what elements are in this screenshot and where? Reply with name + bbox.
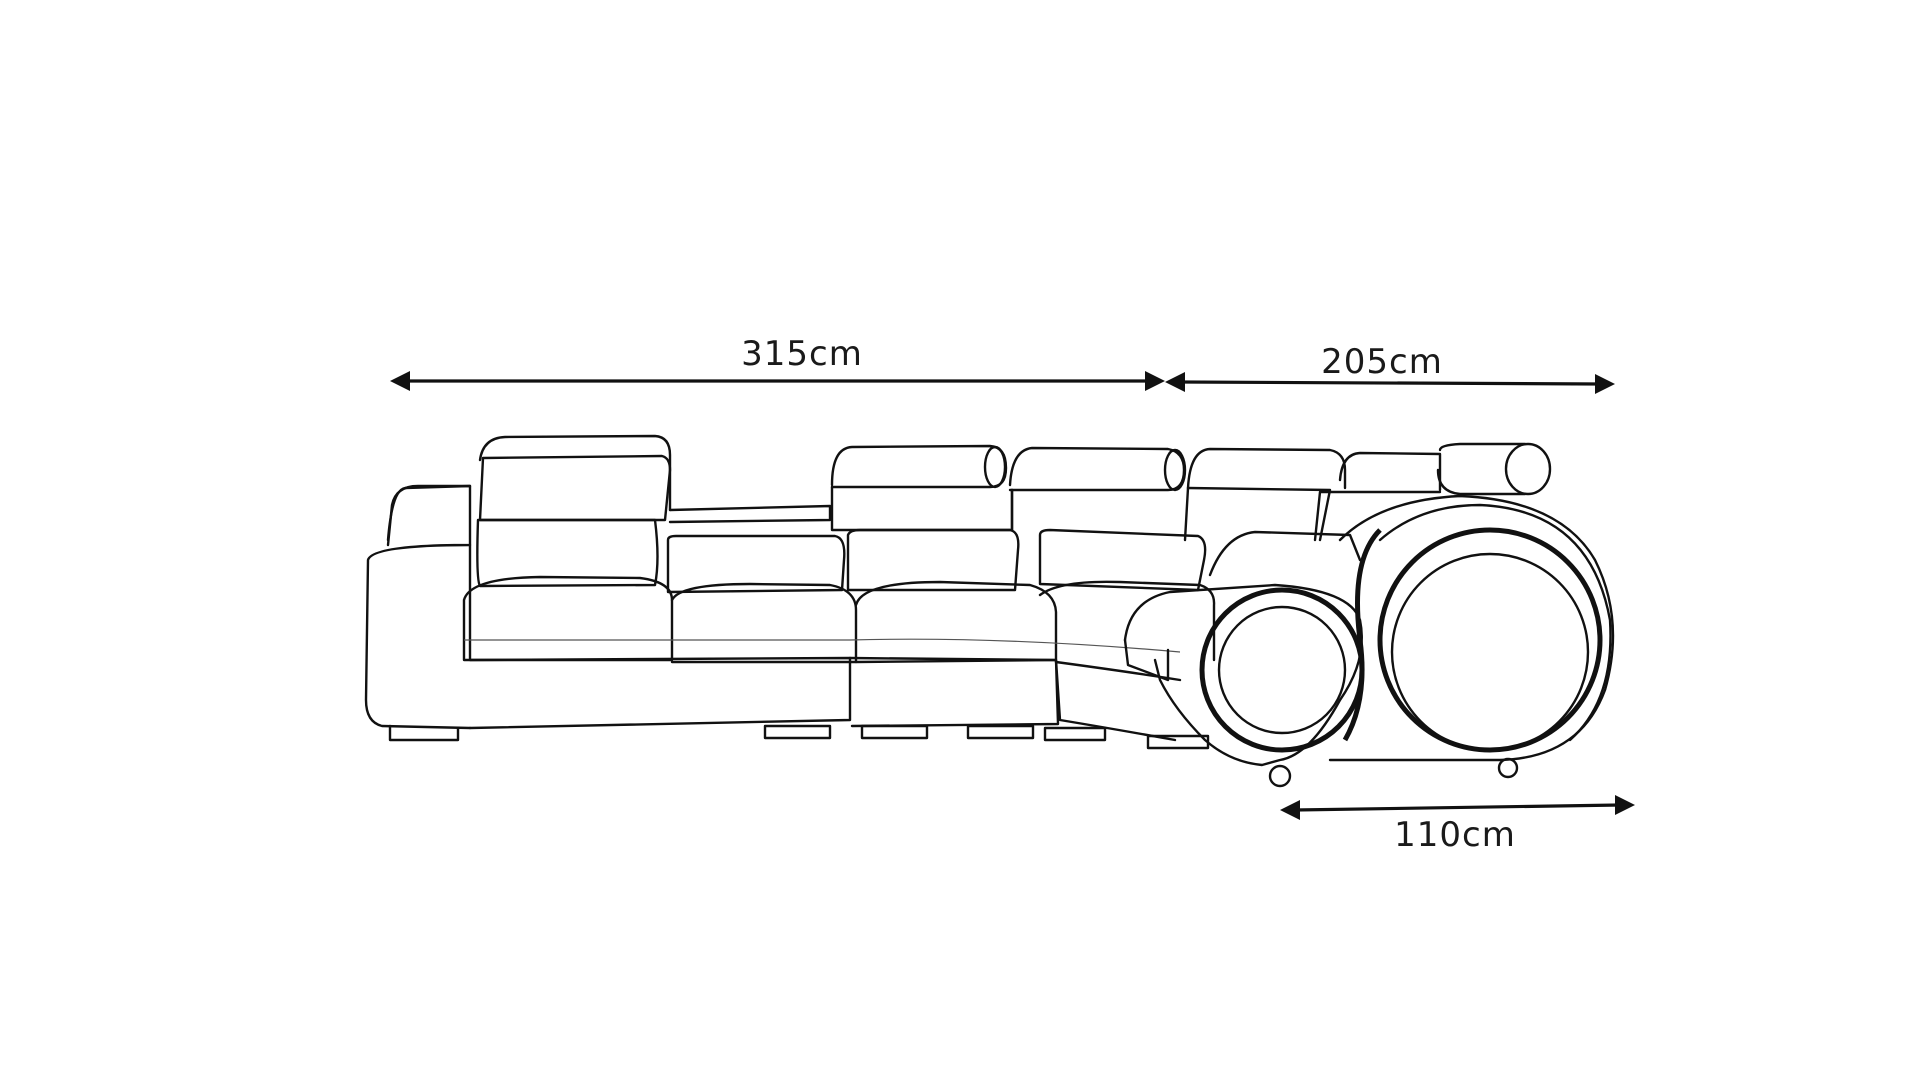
base-front [848, 656, 1060, 728]
headrest-5-roll [1504, 442, 1552, 496]
recliner-small-foot [1268, 764, 1292, 788]
low-back-panel [668, 504, 832, 524]
foot-2 [860, 724, 929, 740]
left-foot [388, 724, 460, 742]
back-cushion-4 [1038, 528, 1207, 592]
seat-cushion-2 [670, 582, 858, 664]
back-cushion-3 [846, 528, 1020, 592]
headrest-1 [478, 434, 672, 512]
headrest-1-lower [478, 454, 672, 522]
dimension-label-315: 315cm [741, 334, 863, 374]
headrest-5-lower [1436, 468, 1527, 496]
arrow-left-110 [1280, 800, 1300, 820]
headrest-2 [830, 444, 1008, 489]
left-base [468, 543, 852, 730]
dimension-label-110: 110cm [1394, 815, 1516, 855]
recliner-large-ring-outer [1377, 527, 1603, 753]
dimension-line-205 [1179, 380, 1601, 386]
dimension-label-205: 205cm [1321, 342, 1443, 382]
headrest-3-roll [1163, 448, 1187, 492]
seat-cushion-3 [854, 580, 1058, 664]
arrow-right-110 [1615, 795, 1635, 815]
foot-1 [763, 724, 832, 740]
seat-cushion-1 [462, 575, 674, 662]
foot-3 [966, 724, 1035, 740]
arrow-right-315 [1145, 371, 1165, 391]
base-front-2 [1054, 658, 1177, 742]
dimension-315: 315cm [390, 334, 1165, 391]
recliner-small-ring-outer [1199, 587, 1365, 753]
arrow-left-205 [1165, 372, 1185, 392]
recliner-small-arm [1123, 583, 1363, 767]
headrest-5-roll-body [1438, 442, 1527, 452]
recliner-small-ring-inner [1217, 605, 1347, 735]
headrest-3 [1008, 446, 1186, 492]
headrest-5 [1338, 451, 1442, 492]
sofa-drawing [364, 434, 1615, 788]
seat-cushion-4 [1038, 580, 1216, 662]
arrow-right-205 [1595, 374, 1615, 394]
back-cushion-2 [666, 534, 846, 594]
headrest-2-body [830, 485, 1014, 532]
headrest-2-roll [983, 445, 1007, 489]
headrest-4 [1186, 447, 1347, 490]
recliner-large-scroll-bold [1342, 528, 1382, 742]
back-cushion-corner [1186, 486, 1332, 542]
dimension-110: 110cm [1280, 795, 1635, 855]
recliner-large-foot [1497, 757, 1519, 779]
corner-cushion [1208, 530, 1362, 577]
foot-4 [1043, 726, 1107, 742]
headrest-4-body [1183, 486, 1190, 542]
seat-seam-line [464, 638, 1181, 653]
recliner-large-outer-arc [1378, 503, 1612, 742]
left-arm [364, 484, 472, 730]
back-cushion-1 [476, 518, 659, 588]
recliner-large-ring-inner [1390, 552, 1590, 752]
corner-back [1313, 490, 1442, 542]
arrow-left-315 [390, 371, 410, 391]
dimension-205: 205cm [1165, 342, 1615, 394]
dimension-line-110 [1294, 803, 1621, 812]
recliner-small-arm-front [1123, 638, 1170, 682]
left-arm-back [386, 484, 472, 547]
